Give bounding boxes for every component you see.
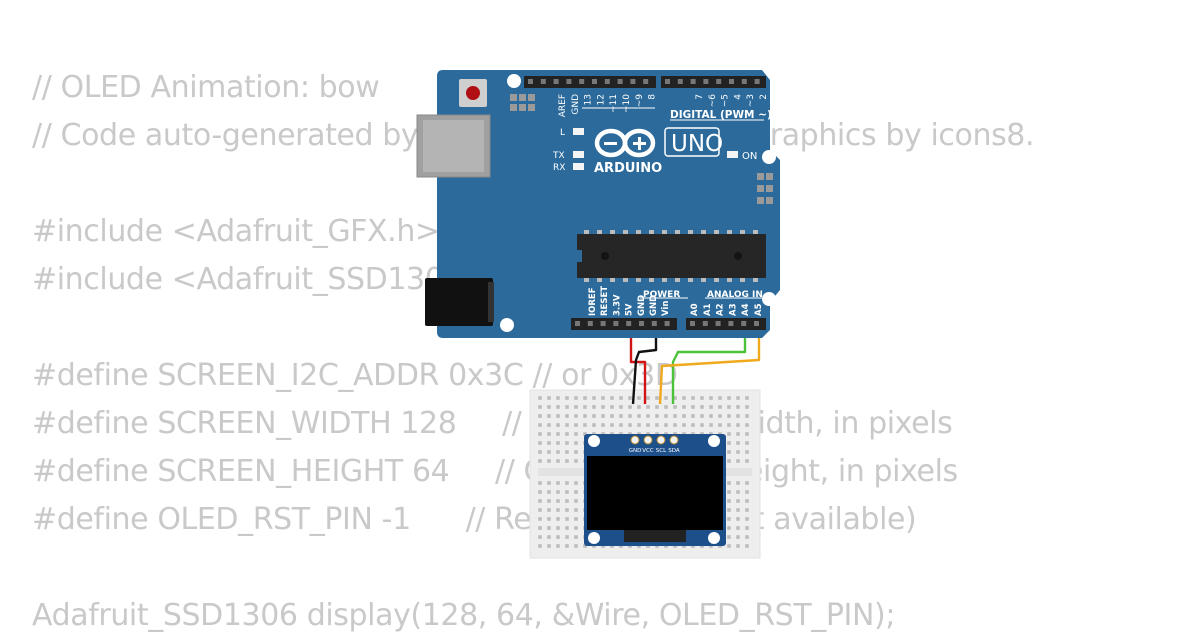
digital-header xyxy=(524,76,766,88)
analog-pin-label: A2 xyxy=(716,303,726,316)
power-pin-label: IOREF xyxy=(588,287,598,316)
code-line: #define SCREEN_I2C_ADDR 0x3C // or 0x3D xyxy=(32,358,678,393)
wires xyxy=(629,318,761,405)
digital-pin-label: ~10 xyxy=(622,94,632,113)
analog-pin-label: A4 xyxy=(741,303,751,316)
digital-pin-label: 7 xyxy=(695,94,705,100)
analog-pin-label: A3 xyxy=(728,303,738,316)
oled-pin-vcc: VCC xyxy=(642,448,654,454)
oled-pin-sda: SDA xyxy=(668,448,680,454)
led-rx-label: RX xyxy=(553,163,565,173)
code-line: // OLED Animation: bow xyxy=(32,70,380,105)
code-line: #include <Adafruit_GFX.h> xyxy=(32,214,440,249)
analog-pin-label: A5 xyxy=(754,303,764,316)
digital-pin-label: TX 1 xyxy=(772,94,782,115)
digital-pin-label: RX 0 xyxy=(785,94,795,115)
digital-pin-label: ~3 xyxy=(746,94,756,107)
power-pin-label: 5V xyxy=(625,303,635,316)
digital-pin-label: ~11 xyxy=(609,94,619,113)
digital-pin-label: 8 xyxy=(648,94,658,100)
digital-pin-label: GND xyxy=(571,94,581,115)
digital-pin-label: 12 xyxy=(596,94,606,105)
power-label: POWER xyxy=(643,290,680,300)
oled-pin-scl: SCL xyxy=(656,448,667,454)
analog-pin-label: A0 xyxy=(690,303,700,316)
digital-pin-label: ~6 xyxy=(708,94,718,108)
oled-pin-gnd: GND xyxy=(629,448,642,454)
power-analog-header xyxy=(571,318,766,330)
wire-red xyxy=(629,318,647,404)
wire-orange xyxy=(658,318,761,405)
digital-pin-label: 4 xyxy=(733,94,743,100)
arduino-logo-icon xyxy=(594,128,656,158)
power-jack xyxy=(425,278,493,326)
led-tx xyxy=(573,151,584,158)
digital-pin-label: ~5 xyxy=(721,94,731,107)
led-l-label: L xyxy=(560,128,565,138)
led-rx xyxy=(573,163,584,170)
icsp-header-2 xyxy=(757,173,773,204)
power-pin-label: GND xyxy=(637,295,647,316)
power-pin-label: RESET xyxy=(600,286,610,316)
oled-display[interactable]: GND VCC SCL SDA xyxy=(584,434,726,546)
analog-pin-label: A1 xyxy=(703,303,713,316)
led-on-label: ON xyxy=(742,151,757,162)
model-label: UNO xyxy=(671,131,723,157)
oled-ribbon xyxy=(624,530,686,542)
led-on xyxy=(727,151,738,158)
power-pin-label: GND xyxy=(649,295,659,316)
brand-label: ARDUINO xyxy=(594,161,662,176)
led-l xyxy=(573,128,584,135)
wire-black xyxy=(631,318,658,405)
digital-pin-label: 2 xyxy=(759,94,769,100)
oled-screen xyxy=(587,456,723,530)
icsp-header xyxy=(510,94,535,111)
digital-pin-label: ~9 xyxy=(635,94,645,108)
power-pin-label: Vin xyxy=(661,301,671,316)
digital-pin-label: AREF xyxy=(558,94,568,117)
led-tx-label: TX xyxy=(552,151,565,161)
wire-green xyxy=(671,318,747,404)
code-line: Adafruit_SSD1306 display(128, 64, &Wire,… xyxy=(32,598,896,633)
analog-label: ANALOG IN xyxy=(707,290,763,300)
power-pin-label: 3.3V xyxy=(612,294,622,316)
digital-pin-label: 13 xyxy=(584,94,594,105)
digital-label: DIGITAL (PWM ~) xyxy=(670,109,772,121)
